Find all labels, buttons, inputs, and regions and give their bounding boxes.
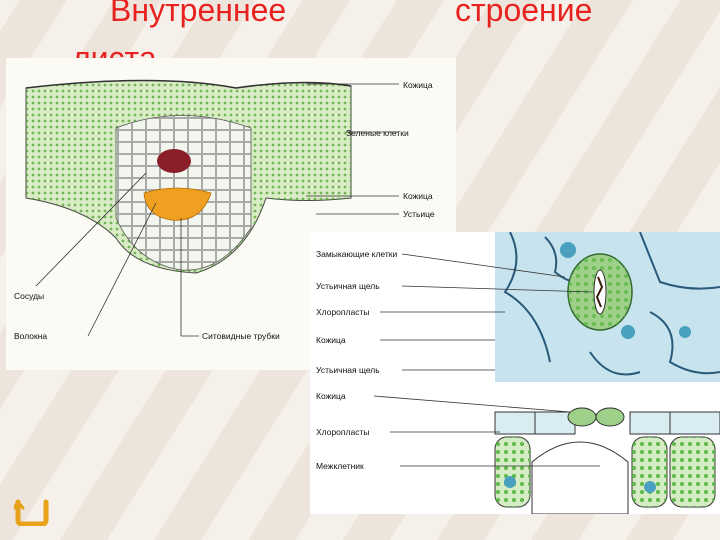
title-word-2: строение	[455, 0, 592, 32]
label-epidermis-top: Кожица	[403, 80, 433, 90]
label-vessels: Сосуды	[14, 291, 44, 301]
return-arrow-icon	[14, 498, 50, 526]
label-epidermis-bottom: Кожица	[403, 191, 433, 201]
label-green-cells: Зеленые клетки	[346, 128, 409, 138]
return-button[interactable]	[14, 498, 50, 526]
label-sieve-tubes: Ситовидные трубки	[202, 331, 280, 341]
title-word-1: Внутреннее	[110, 0, 286, 32]
xylem-cluster	[157, 149, 191, 173]
intercellular-space	[532, 442, 628, 514]
label-epidermis-1: Кожица	[316, 335, 346, 345]
label-epidermis-2: Кожица	[316, 391, 346, 401]
label-intercellular: Межклетник	[316, 461, 364, 471]
label-stomatal-slit-2: Устьичная щель	[316, 365, 380, 375]
label-stomatal-slit-1: Устьичная щель	[316, 281, 380, 291]
label-guard-cells: Замыкающие клетки	[316, 249, 397, 259]
label-fibers: Волокна	[14, 331, 47, 341]
label-chloroplasts-1: Хлоропласты	[316, 307, 369, 317]
label-stoma: Устьице	[403, 209, 435, 219]
label-chloroplasts-2: Хлоропласты	[316, 427, 369, 437]
stoma-detail-diagram: Замыкающие клетки Устьичная щель Хлоропл…	[310, 232, 720, 514]
